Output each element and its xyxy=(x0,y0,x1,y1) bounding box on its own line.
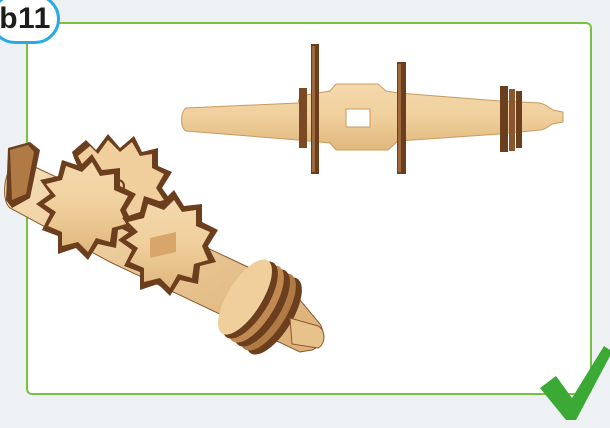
top-shaft-assembly xyxy=(182,44,564,174)
step-badge: b11 xyxy=(0,0,60,44)
checkmark-icon xyxy=(540,346,610,420)
collar-right xyxy=(500,86,508,152)
gear-shaft-assembly xyxy=(5,134,324,363)
square-hole xyxy=(346,109,370,127)
step-number: b11 xyxy=(0,2,51,36)
collar-left xyxy=(299,88,307,148)
